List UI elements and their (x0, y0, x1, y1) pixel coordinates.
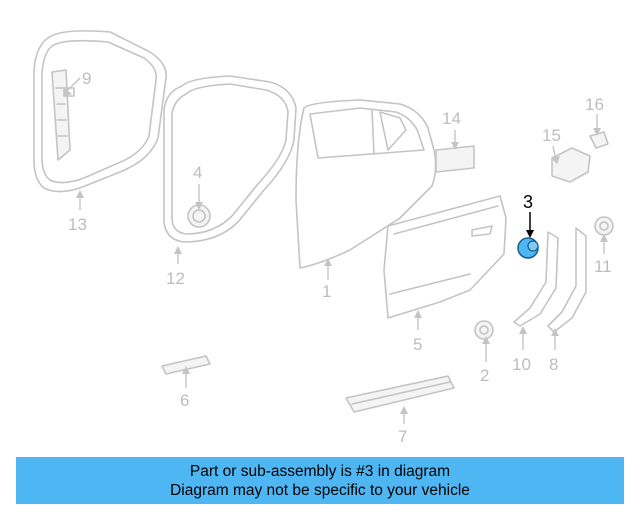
callout-13: 13 (68, 215, 87, 234)
callout-15: 15 (542, 126, 561, 145)
callout-3: 3 (523, 192, 533, 212)
callout-7: 7 (398, 427, 407, 446)
part-13-weatherstrip (33, 30, 167, 193)
part-1-door-shell (295, 99, 437, 269)
callout-11: 11 (594, 257, 612, 276)
callout-5: 5 (413, 335, 422, 354)
part-9-strip (51, 69, 75, 161)
part-2-clip (474, 320, 494, 340)
part-10-garnish (513, 231, 559, 327)
callout-labels: 1 2 3 4 5 6 7 8 9 10 11 12 13 14 15 16 (68, 69, 612, 446)
banner-line-2: Diagram may not be specific to your vehi… (170, 481, 470, 499)
leader-lines (64, 77, 608, 424)
part-12-weatherstrip (163, 75, 297, 243)
part-7-sill (345, 375, 455, 413)
callout-14: 14 (442, 109, 461, 128)
info-banner: Part or sub-assembly is #3 in diagram Di… (16, 457, 624, 504)
part-6-piece (161, 355, 211, 375)
leader-line-3 (526, 212, 534, 238)
part-8-garnish (547, 227, 587, 333)
callout-2: 2 (480, 366, 489, 385)
callout-9: 9 (82, 69, 91, 88)
callout-12: 12 (166, 269, 185, 288)
callout-1: 1 (322, 282, 331, 301)
part-3-clip (517, 237, 539, 259)
callout-16: 16 (585, 95, 604, 114)
part-11-grommet (594, 216, 614, 236)
callout-6: 6 (180, 391, 189, 410)
callout-10: 10 (512, 355, 531, 374)
part-14-panel (435, 145, 475, 173)
banner-line-1: Part or sub-assembly is #3 in diagram (189, 462, 451, 480)
part-5-moulding (383, 195, 507, 319)
part-15-bracket (551, 147, 591, 183)
callout-8: 8 (549, 355, 558, 374)
part-16-clip (589, 131, 609, 149)
callout-4: 4 (193, 163, 202, 182)
